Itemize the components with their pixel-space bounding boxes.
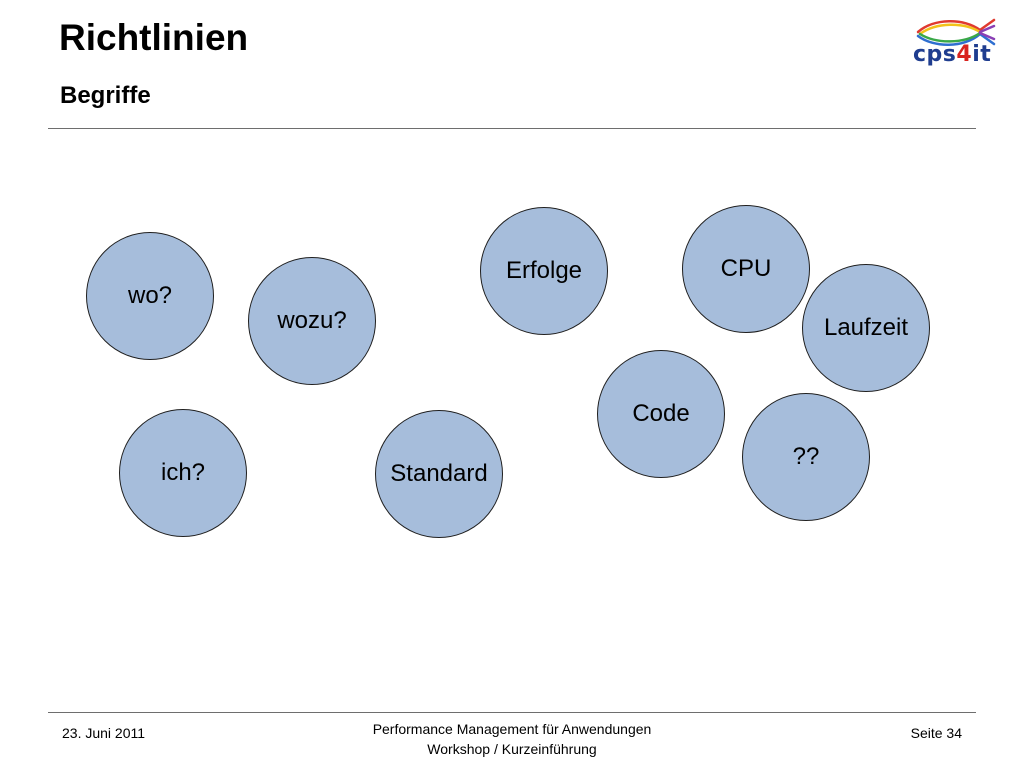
logo-text-prefix: cps (913, 42, 957, 67)
footer-center-line2: Workshop / Kurzeinführung (427, 741, 597, 757)
footer-center-line1: Performance Management für Anwendungen (372, 721, 652, 737)
bubble-label: Standard (390, 460, 488, 487)
bubble-laufzeit: Laufzeit (802, 264, 930, 392)
footer-center: Performance Management für Anwendungen W… (312, 719, 712, 759)
header-divider (48, 128, 976, 129)
logo-text-number: 4 (956, 42, 973, 67)
bubble-erfolge: Erfolge (480, 207, 608, 335)
footer-date: 23. Juni 2011 (62, 725, 146, 741)
bubble-label: wozu? (277, 307, 347, 334)
bubble-wozu: wozu? (248, 257, 376, 385)
bubble-wo: wo? (86, 232, 214, 360)
bubble-label: CPU (720, 255, 772, 282)
bubble-label: ?? (792, 443, 820, 470)
bubble-label: ich? (160, 459, 206, 486)
bubble-label: Laufzeit (823, 314, 909, 341)
cps4it-fish-logo-icon (916, 18, 996, 46)
bubble-ich: ich? (119, 409, 247, 537)
slide-title: Richtlinien (59, 17, 249, 58)
bubble-standard: Standard (375, 410, 503, 538)
bubble-label: wo? (127, 282, 173, 309)
slide-subtitle: Begriffe (60, 82, 151, 109)
footer-divider (48, 712, 976, 713)
logo-text-suffix: it (972, 42, 992, 67)
bubble-cpu: CPU (682, 205, 810, 333)
bubble-label: Erfolge (505, 257, 583, 284)
footer-page-number: Seite 34 (910, 725, 962, 741)
bubble-code: Code (597, 350, 725, 478)
bubble-question: ?? (742, 393, 870, 521)
bubble-label: Code (632, 400, 690, 427)
cps4it-logo-text: cps4it (913, 41, 991, 69)
